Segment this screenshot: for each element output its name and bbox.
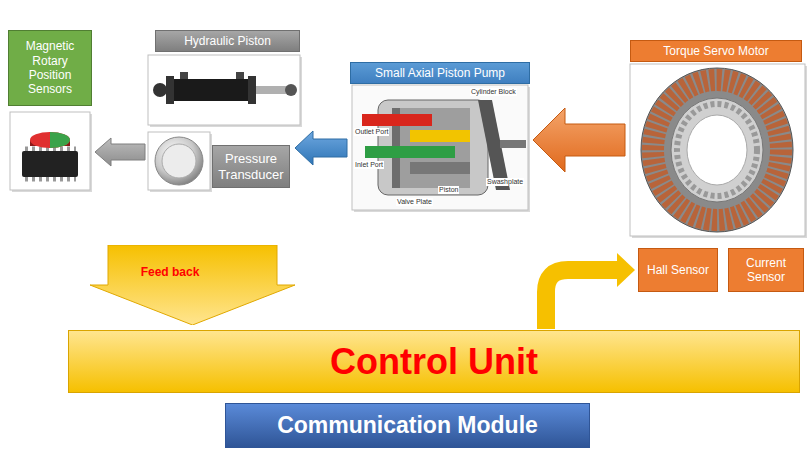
arrow-outline (90, 245, 295, 325)
block-arrow (95, 138, 145, 166)
node-text: Small Axial Piston Pump (375, 66, 505, 80)
block-arrow (533, 108, 625, 172)
part-name: Valve Plate (397, 198, 432, 205)
servo-motor-picture (630, 64, 807, 238)
part-label: Valve Plate (396, 198, 433, 206)
node-text: Pressure Transducer (216, 151, 286, 182)
module-box: Communication Module (225, 403, 590, 448)
text-panel: Small Axial Piston Pump (350, 62, 530, 84)
text-panel: Torque Servo Motor (630, 40, 802, 62)
sensor-box: Hall Sensor (638, 248, 718, 292)
control-band: Control Unit (68, 330, 800, 393)
node-text: Current Sensor (732, 256, 800, 285)
sensor-box: Magnetic Rotary Position Sensors (8, 30, 92, 192)
part-name: Piston (439, 186, 458, 193)
flow-arrow (95, 138, 145, 166)
component-header: Torque Servo Motor (628, 40, 806, 236)
part-label: Outlet Port (354, 128, 389, 136)
text-panel: Hydraulic Piston (155, 30, 300, 52)
piston-pump-picture (352, 85, 530, 212)
sensor-box: Current Sensor (728, 248, 804, 292)
node-text: Communication Module (277, 412, 538, 440)
block-arrow (295, 131, 347, 165)
part-label: Swashplate (486, 178, 524, 186)
curved-arrow-body (546, 270, 618, 329)
arrow-head (617, 253, 635, 287)
node-text: Hall Sensor (647, 263, 709, 277)
part-label: Cylinder Block (470, 88, 517, 96)
part-label: Inlet Port (354, 161, 384, 169)
node-text: Hydraulic Piston (184, 34, 271, 48)
hydraulic-cylinder-picture (148, 55, 302, 127)
text-panel: Feed back (110, 259, 230, 285)
component-header: Hydraulic Piston (148, 30, 302, 126)
node-text: Control Unit (330, 340, 538, 383)
sensor-box: Pressure Transducer (148, 130, 292, 190)
node-text: Feed back (141, 265, 200, 279)
pressure-transducer-picture (148, 132, 212, 192)
part-label: Piston (438, 186, 459, 194)
text-panel: Control Unit (68, 330, 800, 393)
arrow-shape (90, 245, 295, 325)
sensor-chip-picture (10, 112, 92, 192)
part-name: Outlet Port (355, 128, 388, 135)
node-text: Torque Servo Motor (663, 44, 768, 58)
text-panel: Pressure Transducer (212, 145, 290, 188)
flow-arrow (546, 253, 635, 329)
part-name: Cylinder Block (471, 88, 516, 95)
flow-arrow (533, 108, 625, 172)
part-name: Swashplate (487, 178, 523, 185)
text-panel: Current Sensor (728, 248, 804, 292)
flow-arrow (295, 131, 347, 165)
text-panel: Communication Module (225, 403, 590, 448)
part-name: Inlet Port (355, 161, 383, 168)
text-panel: Hall Sensor (638, 248, 718, 292)
text-panel: Magnetic Rotary Position Sensors (8, 30, 92, 106)
node-text: Magnetic Rotary Position Sensors (12, 39, 88, 97)
feedback-arrow: Feed back (90, 245, 295, 325)
